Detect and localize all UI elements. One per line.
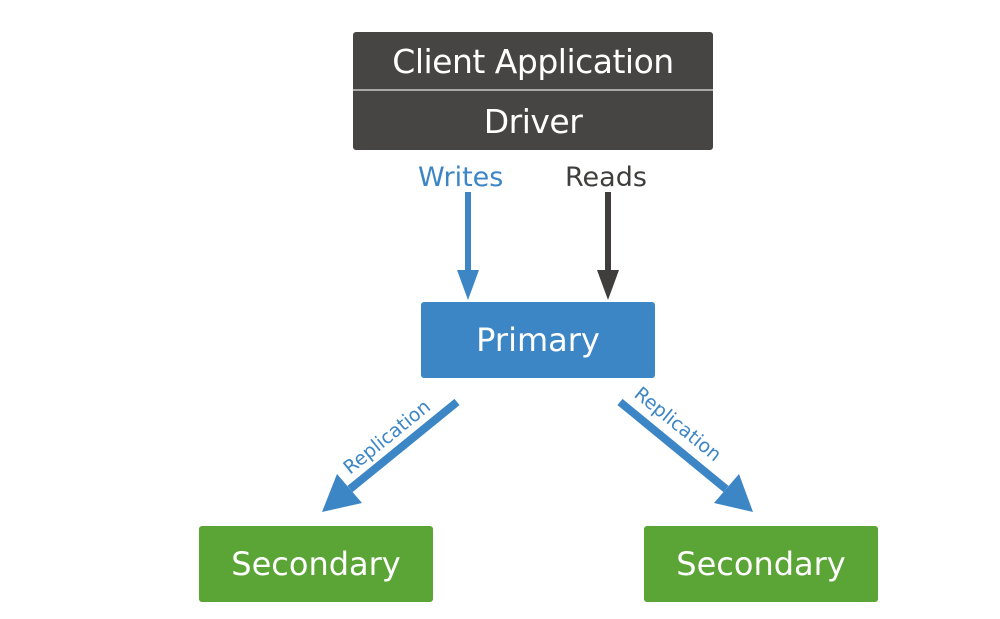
secondary-label-left: Secondary bbox=[231, 545, 401, 583]
primary-label: Primary bbox=[476, 321, 600, 359]
replication-arrow-left: Replication bbox=[322, 396, 460, 512]
client-application-label: Client Application bbox=[392, 41, 674, 81]
reads-label: Reads bbox=[565, 162, 647, 193]
secondary-node-left: Secondary bbox=[199, 526, 433, 602]
client-application-box: Client Application Driver bbox=[353, 32, 713, 150]
reads-arrow bbox=[597, 192, 619, 300]
client-divider bbox=[353, 89, 713, 91]
replication-label-left: Replication bbox=[339, 396, 435, 479]
writes-label: Writes bbox=[418, 162, 504, 193]
replication-arrow-right: Replication bbox=[617, 383, 753, 512]
secondary-node-right: Secondary bbox=[644, 526, 878, 602]
driver-label: Driver bbox=[483, 101, 583, 141]
secondary-label-right: Secondary bbox=[676, 545, 846, 583]
writes-arrow bbox=[457, 192, 479, 300]
primary-node: Primary bbox=[421, 302, 655, 378]
